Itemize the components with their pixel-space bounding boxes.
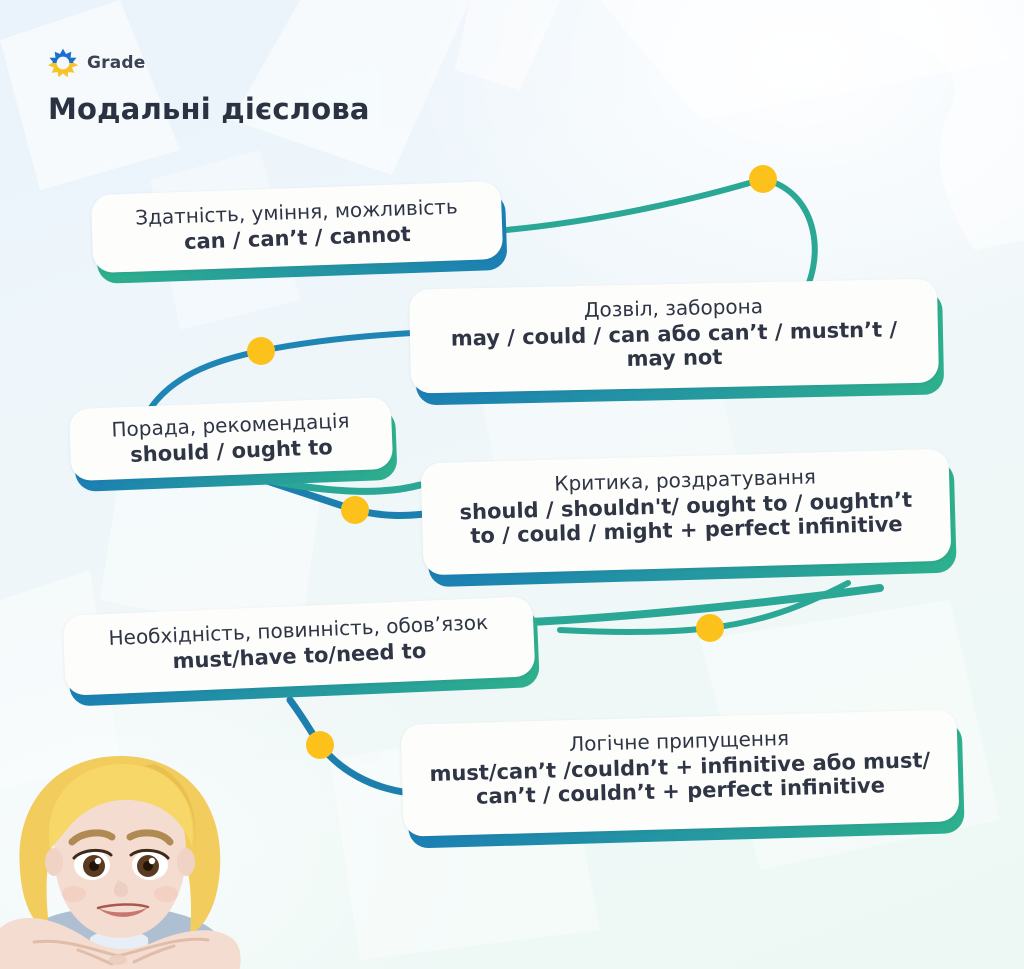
- card-face: Дозвіл, заборона may / could / can або c…: [408, 278, 940, 394]
- connector-permission-to-advice: [258, 330, 415, 354]
- connector-ability-to-permission: [492, 176, 766, 234]
- connector-dot-4: [696, 614, 724, 642]
- connector-necessity-to-deduction: [286, 696, 324, 749]
- connector-dot-1: [749, 165, 777, 193]
- card-face: Здатність, уміння, можливість can / can’…: [90, 180, 504, 274]
- card-criticism: Критика, роздратування should / shouldn'…: [420, 448, 957, 588]
- connector-dot-3: [341, 496, 369, 524]
- card-deduction: Логічне припущення must/can’t /couldn’t …: [400, 709, 965, 849]
- brand-name: Grade: [87, 53, 146, 73]
- connector-criticism-to-necessity: [707, 580, 851, 631]
- connector-deduction-inbound: [316, 741, 414, 797]
- connector-dot-2: [247, 337, 275, 365]
- card-face: Критика, роздратування should / shouldn'…: [420, 448, 952, 576]
- connector-criticism-inbound: [351, 506, 429, 519]
- card-verbs: may / could / can або can’t / mustn’t / …: [450, 317, 898, 371]
- connector-necessity-inbound: [557, 625, 713, 635]
- card-advice: Порада, рекомендація should / ought to: [68, 396, 398, 492]
- sunburst-star-icon: [48, 48, 78, 78]
- connector-necessity-upper: [526, 584, 884, 626]
- connector-dot-5: [306, 731, 334, 759]
- teacher-avatar: [0, 756, 241, 969]
- page-title: Модальні дієслова: [48, 92, 370, 126]
- card-permission: Дозвіл, заборона may / could / can або c…: [408, 278, 945, 406]
- card-necessity: Необхідність, повинність, обов’язок must…: [62, 596, 540, 707]
- card-face: Порада, рекомендація should / ought to: [68, 396, 394, 482]
- brand: Grade: [48, 48, 146, 78]
- card-face: Логічне припущення must/can’t /couldn’t …: [400, 709, 960, 837]
- card-ability: Здатність, уміння, можливість can / can’…: [90, 180, 508, 284]
